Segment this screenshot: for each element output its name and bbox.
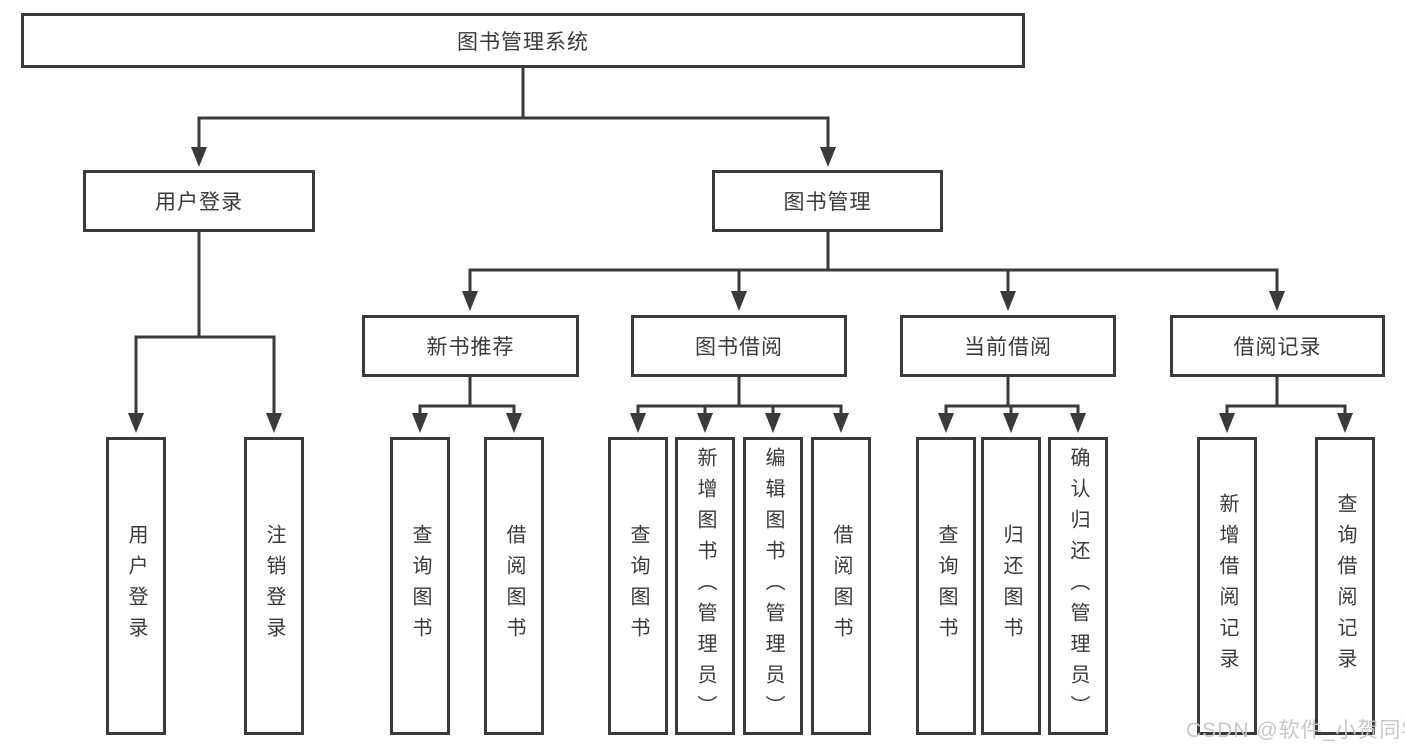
- node-user-login-module: 用户登录: [83, 170, 315, 232]
- node-leaf-confirm-return-admin: 确认归还（管理员）: [1048, 437, 1108, 735]
- node-current-borrow: 当前借阅: [900, 315, 1116, 377]
- node-leaf-search-book-recommend: 查询图书: [390, 437, 450, 735]
- node-leaf-search-borrow-record: 查询借阅记录: [1315, 437, 1375, 735]
- node-new-book-recommend: 新书推荐: [362, 315, 579, 377]
- node-leaf-user-login: 用户登录: [106, 437, 166, 735]
- node-borrow-records: 借阅记录: [1170, 315, 1385, 377]
- node-leaf-add-borrow-record: 新增借阅记录: [1197, 437, 1257, 735]
- node-leaf-edit-book-admin: 编辑图书（管理员）: [743, 437, 803, 735]
- node-leaf-logout: 注销登录: [244, 437, 304, 735]
- csdn-watermark: CSDN @软件_小贺同学: [1186, 719, 1405, 742]
- node-leaf-return-book: 归还图书: [981, 437, 1041, 735]
- node-leaf-search-book-borrow: 查询图书: [608, 437, 668, 735]
- node-book-management: 图书管理: [712, 170, 943, 232]
- node-leaf-add-book-admin: 新增图书（管理员）: [675, 437, 735, 735]
- node-leaf-borrow-book-recommend: 借阅图书: [484, 437, 544, 735]
- node-leaf-search-book-current: 查询图书: [916, 437, 976, 735]
- node-leaf-borrow-book: 借阅图书: [811, 437, 871, 735]
- node-root-library-system: 图书管理系统: [21, 13, 1025, 68]
- node-book-borrow: 图书借阅: [631, 315, 847, 377]
